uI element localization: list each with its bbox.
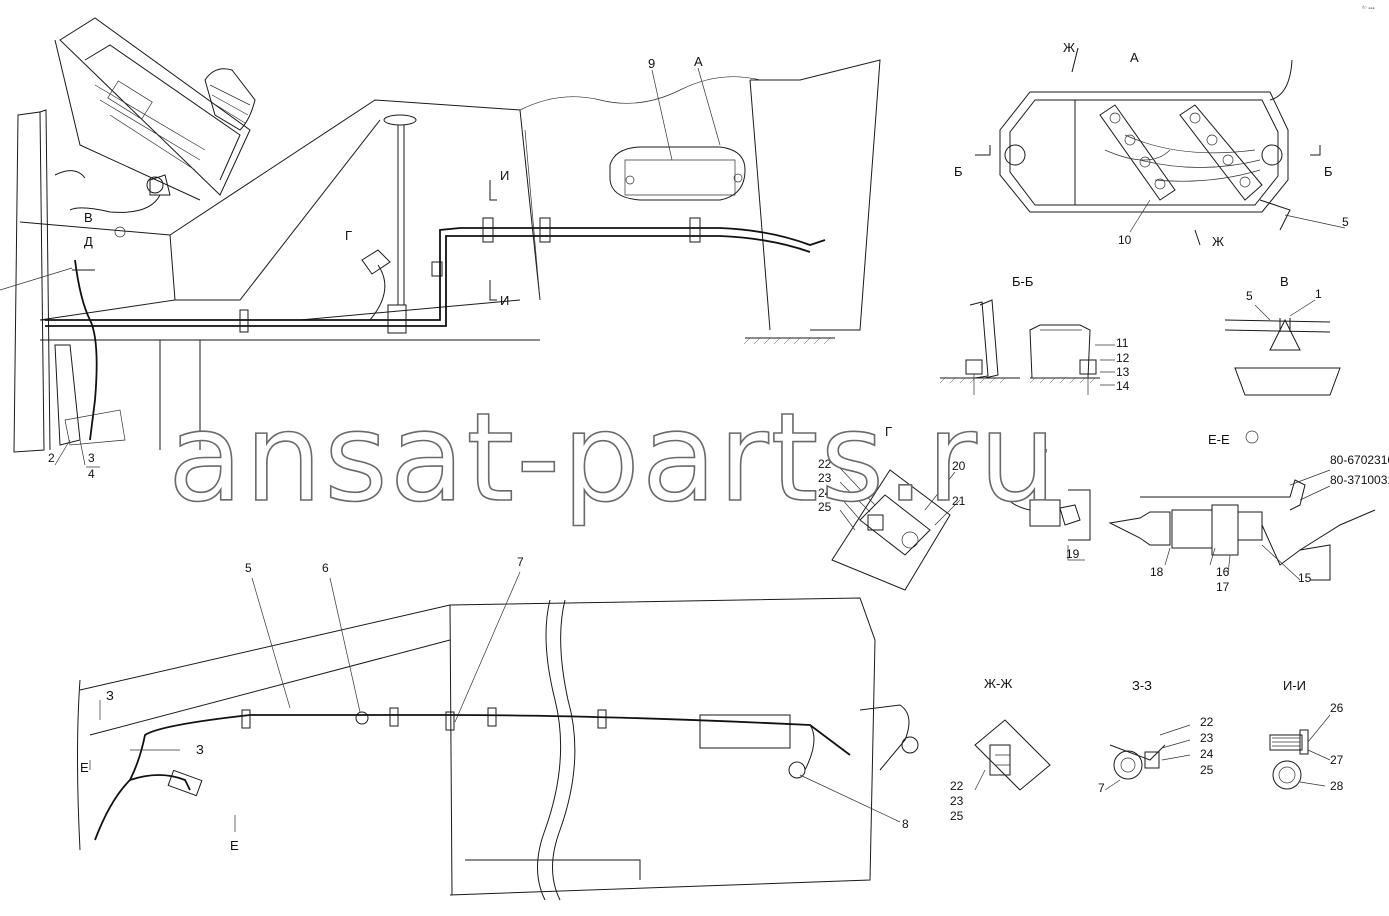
ref-1: 1: [1315, 287, 1322, 301]
ref-25-g: 25: [818, 500, 832, 514]
note-part-code-2: 80-3710031: [1330, 473, 1389, 487]
ref-26: 26: [1330, 701, 1344, 715]
ref-7-bottom: 7: [517, 555, 524, 569]
ref-24-zz: 24: [1200, 747, 1214, 761]
ref-5-bottom: 5: [245, 561, 252, 575]
mark-Z-mid: З: [196, 742, 204, 757]
mark-Zh-bottom: Ж: [1212, 234, 1224, 249]
ref-6: 6: [322, 561, 329, 575]
note-part-code-1: 80-6702316: [1330, 453, 1389, 467]
ref-5-v: 5: [1246, 289, 1253, 303]
mark-Zh-top: Ж: [1063, 40, 1075, 55]
ref-14: 14: [1116, 379, 1130, 393]
mark-E-bottom: Е: [230, 838, 239, 853]
ref-22-zh: 22: [950, 779, 964, 793]
mark-B-right: Б: [1324, 164, 1333, 179]
ref-4: 4: [88, 467, 95, 481]
lower-assembly-view: [77, 571, 919, 901]
view-EE-title: Е-Е: [1208, 432, 1230, 447]
ref-7-zz: 7: [1098, 781, 1105, 795]
ref-16: 16: [1216, 565, 1230, 579]
view-ZhZh-title: Ж-Ж: [984, 676, 1012, 691]
main-assembly-view: [0, 17, 881, 453]
view-V-title: В: [1280, 274, 1289, 289]
ref-25-zz: 25: [1200, 763, 1214, 777]
view-G-title: Г: [885, 424, 892, 439]
mark-A: А: [694, 54, 703, 69]
ref-9: 9: [648, 56, 655, 71]
ref-10: 10: [1118, 233, 1132, 247]
ref-8: 8: [902, 817, 909, 831]
mark-E-top: Е: [80, 760, 89, 775]
mark-I-bottom: И: [500, 293, 509, 308]
view-BB-title: Б-Б: [1012, 274, 1033, 289]
ref-2: 2: [48, 451, 55, 465]
mark-D: Д: [84, 234, 93, 249]
mark-Z-top: З: [106, 688, 114, 703]
view-D: [999, 484, 1091, 561]
ref-13: 13: [1116, 365, 1130, 379]
ref-15: 15: [1298, 571, 1312, 585]
view-II-title: И-И: [1283, 678, 1306, 693]
ref-27: 27: [1330, 753, 1344, 767]
mark-I-top: И: [500, 168, 509, 183]
view-ZhZh: [974, 719, 1051, 791]
ref-28: 28: [1330, 779, 1344, 793]
ref-23-zz: 23: [1200, 731, 1214, 745]
ref-12: 12: [1116, 351, 1130, 365]
corner-mark: ᵈᵒ ▪▪▪: [1362, 5, 1375, 12]
view-ZZ-title: З-З: [1132, 678, 1152, 693]
ref-22-g: 22: [818, 457, 832, 471]
ref-3: 3: [88, 451, 95, 465]
mark-B-left: Б: [954, 164, 963, 179]
view-V: [1224, 299, 1341, 396]
ref-20: 20: [952, 459, 966, 473]
view-A: [975, 47, 1346, 246]
view-D-title: Д: [1038, 438, 1047, 453]
ref-24-g: 24: [818, 486, 832, 500]
view-G: [831, 467, 961, 591]
ref-25-zh: 25: [950, 809, 964, 823]
ref-22-zz: 22: [1200, 715, 1214, 729]
ref-5-top: 5: [1342, 215, 1349, 229]
harness-clamps-top: [239, 217, 701, 334]
watermark-text: ansat-parts.ru: [168, 387, 1058, 529]
ref-23-g: 23: [818, 471, 832, 485]
view-BB: [939, 299, 1115, 395]
mark-V: В: [84, 210, 93, 225]
view-A-title: А: [1130, 50, 1139, 65]
ref-17: 17: [1216, 580, 1230, 594]
ref-21: 21: [952, 494, 966, 508]
section-arrow-I-top: [489, 180, 497, 201]
ref-11: 11: [1116, 336, 1129, 350]
ref-18: 18: [1150, 565, 1164, 579]
view-EE: [1108, 430, 1376, 581]
view-ZZ: [1104, 724, 1191, 791]
ref-23-zh: 23: [950, 794, 964, 808]
ref-19: 19: [1066, 547, 1080, 561]
view-II: [1269, 714, 1331, 790]
mark-G: Г: [345, 228, 352, 243]
